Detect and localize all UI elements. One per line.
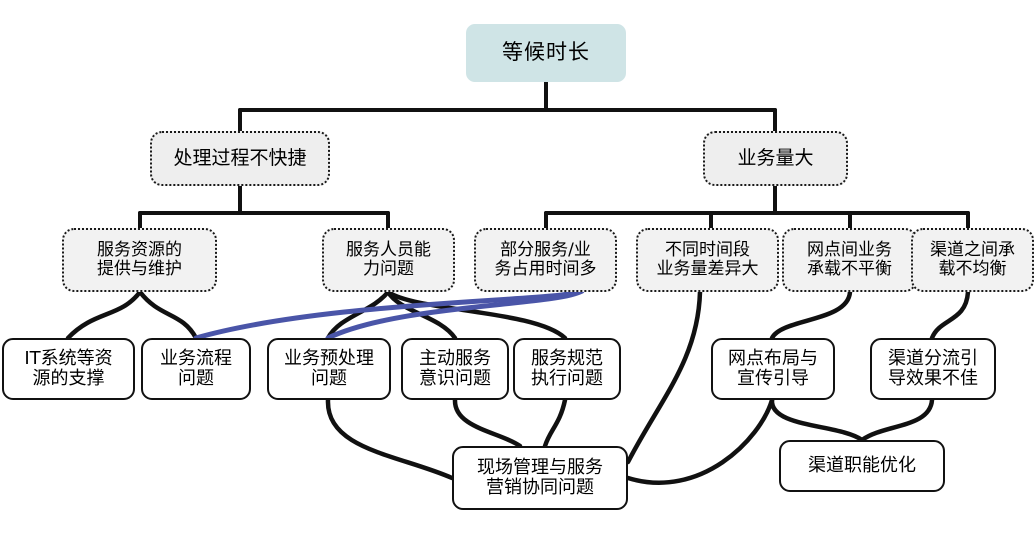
edge-sub4-leaf8 xyxy=(625,289,703,465)
node-leaf-channel-function[interactable]: 渠道职能优化 xyxy=(779,440,945,492)
edge-sub1-leaf1 xyxy=(65,289,143,341)
node-sub-channel-imbalance[interactable]: 渠道之间承 载不均衡 xyxy=(911,228,1034,292)
node-cause-left[interactable]: 处理过程不快捷 xyxy=(150,131,330,186)
edge-sub2-leaf5 xyxy=(385,289,568,341)
edge-sub2-leaf3 xyxy=(325,289,391,341)
node-sub-time-period-variance[interactable]: 不同时间段 业务量差异大 xyxy=(636,228,779,292)
edge-leaf5-leaf8 xyxy=(542,397,568,449)
node-leaf-channel-diversion[interactable]: 渠道分流引 导效果不佳 xyxy=(870,338,996,400)
node-leaf-site-management[interactable]: 现场管理与服务 营销协同问题 xyxy=(452,446,628,510)
node-sub-service-resource[interactable]: 服务资源的 提供与维护 xyxy=(62,228,217,292)
node-leaf-business-process[interactable]: 业务流程 问题 xyxy=(141,338,251,400)
node-sub-staff-capability[interactable]: 服务人员能 力问题 xyxy=(322,228,455,292)
edge-leaf8-leaf6 xyxy=(625,397,775,485)
edge-sub2-leaf4 xyxy=(385,289,458,341)
edge-leaf6-leaf9 xyxy=(769,397,865,443)
node-root[interactable]: 等候时长 xyxy=(466,24,626,82)
node-sub-time-consuming-service[interactable]: 部分服务/业 务占用时间多 xyxy=(474,228,617,292)
node-sub-branch-imbalance[interactable]: 网点间业务 承载不平衡 xyxy=(782,228,917,292)
edge-leaf7-leaf9 xyxy=(859,397,935,443)
blue-edges xyxy=(193,288,585,341)
edge-sub1-leaf2 xyxy=(137,289,199,341)
edge-leaf3-leaf8 xyxy=(325,397,455,481)
node-cause-right[interactable]: 业务量大 xyxy=(703,131,848,186)
node-leaf-branch-layout[interactable]: 网点布局与 宣传引导 xyxy=(711,338,835,400)
edge-sub6-leaf7 xyxy=(929,289,971,341)
edge-sub5-leaf6 xyxy=(769,289,853,341)
edge-leaf4-leaf8 xyxy=(452,397,523,449)
edge-sub3-leaf2-blue xyxy=(193,288,585,341)
edge-sub3-leaf3-blue xyxy=(325,288,585,341)
node-leaf-pre-processing[interactable]: 业务预处理 问题 xyxy=(267,338,391,400)
node-leaf-it-system-support[interactable]: IT系统等资 源的支撑 xyxy=(2,338,135,400)
node-leaf-service-standard[interactable]: 服务规范 执行问题 xyxy=(513,338,621,400)
node-leaf-proactive-service[interactable]: 主动服务 意识问题 xyxy=(401,338,509,400)
